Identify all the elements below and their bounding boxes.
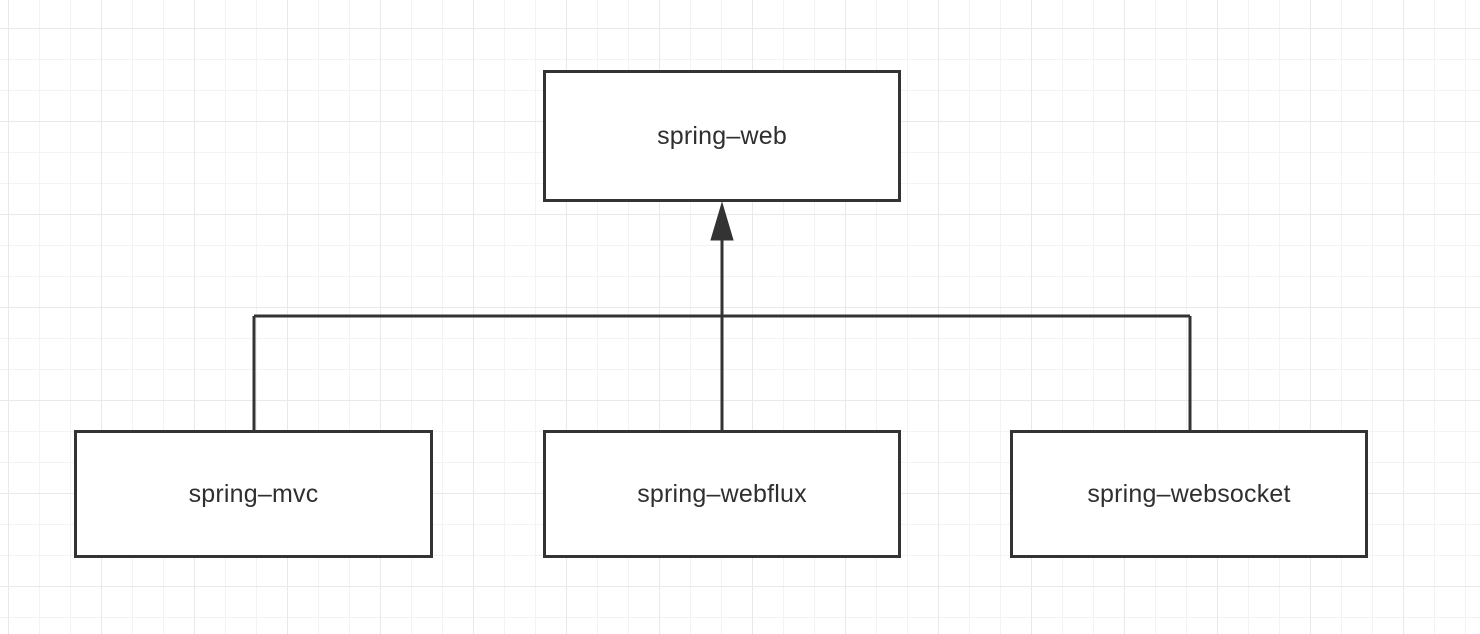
node-spring-webflux[interactable]: spring–webflux xyxy=(543,430,901,558)
node-label: spring–web xyxy=(657,121,787,150)
arrowhead-icon xyxy=(710,201,734,241)
node-spring-websocket[interactable]: spring–websocket xyxy=(1010,430,1368,558)
node-label: spring–mvc xyxy=(188,479,319,508)
node-spring-web[interactable]: spring–web xyxy=(543,70,901,202)
node-label: spring–webflux xyxy=(637,479,807,508)
node-spring-mvc[interactable]: spring–mvc xyxy=(74,430,433,558)
node-label: spring–websocket xyxy=(1087,479,1291,508)
